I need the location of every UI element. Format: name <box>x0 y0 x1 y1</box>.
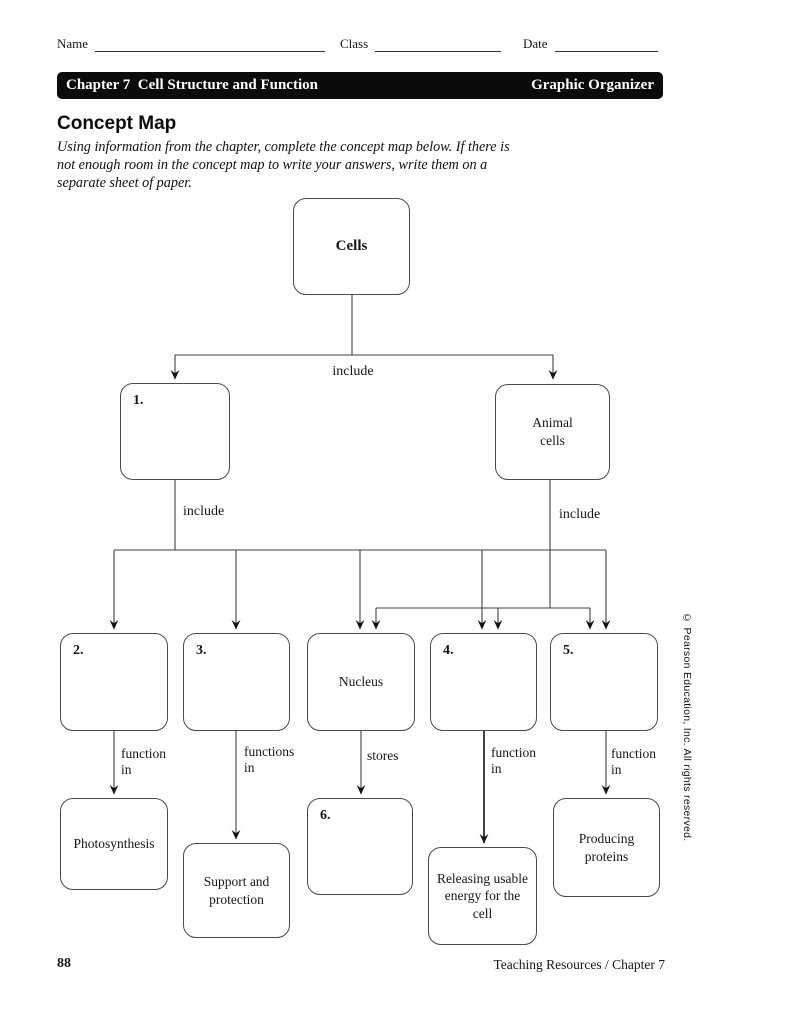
node-answer-1-number: 1. <box>133 393 144 408</box>
copyright-vertical-text: © Pearson Education, Inc. All rights res… <box>681 612 693 842</box>
node-photosynthesis: Photosynthesis <box>60 798 168 890</box>
node-answer-6-number: 6. <box>320 808 331 823</box>
edge-label-include-plant: include <box>183 504 225 519</box>
class-blank-line <box>375 38 502 52</box>
edge-label-function-in-2: function in <box>121 746 166 778</box>
date-blank-line <box>554 38 658 52</box>
class-field: Class <box>340 36 502 52</box>
edge-label-include-animal: include <box>559 507 601 522</box>
node-answer-1: 1. <box>120 383 230 480</box>
node-answer-3-number: 3. <box>196 643 207 658</box>
node-answer-5-number: 5. <box>563 643 574 658</box>
node-support-protection: Support and protection <box>183 843 290 938</box>
node-nucleus: Nucleus <box>307 633 415 731</box>
node-cells: Cells <box>293 198 410 295</box>
node-producing-proteins: Producing proteins <box>553 798 660 897</box>
node-support-protection-label: Support and protection <box>203 873 270 907</box>
footer-right-text: Teaching Resources / Chapter 7 <box>493 957 666 972</box>
class-label: Class <box>340 36 369 51</box>
node-answer-2: 2. <box>60 633 168 731</box>
section-title: Concept Map <box>57 113 177 134</box>
node-answer-6: 6. <box>307 798 413 895</box>
node-answer-5: 5. <box>550 633 658 731</box>
node-cells-label: Cells <box>335 237 368 254</box>
edge-label-functions-in-3: functions in <box>244 744 295 776</box>
node-answer-4: 4. <box>430 633 537 731</box>
node-answer-2-number: 2. <box>73 643 84 658</box>
name-blank-line <box>95 38 326 52</box>
edge-label-stores: stores <box>367 748 399 763</box>
node-photosynthesis-label: Photosynthesis <box>73 836 155 852</box>
edge-label-function-in-4: function in <box>491 745 536 777</box>
node-releasing-energy-label: Releasing usable energy for the cell <box>436 870 529 921</box>
page-number: 88 <box>57 956 71 971</box>
chapter-banner: Chapter 7 Cell Structure and Function Gr… <box>57 72 663 99</box>
node-answer-3: 3. <box>183 633 290 731</box>
date-field: Date <box>523 36 658 52</box>
edge-label-function-in-5: function in <box>611 746 656 778</box>
node-animal-cells-label: Animal cells <box>532 415 573 448</box>
edge-label-include-top: include <box>332 364 374 379</box>
banner-right-label: Graphic Organizer <box>531 77 654 93</box>
node-nucleus-label: Nucleus <box>338 674 384 690</box>
node-producing-proteins-label: Producing proteins <box>578 830 635 864</box>
name-field: Name <box>57 36 326 52</box>
name-label: Name <box>57 36 89 51</box>
node-releasing-energy: Releasing usable energy for the cell <box>428 847 537 945</box>
chapter-title: Chapter 7 Cell Structure and Function <box>66 77 318 93</box>
node-animal-cells: Animal cells <box>495 384 610 480</box>
node-answer-4-number: 4. <box>443 643 454 658</box>
section-instructions: Using information from the chapter, comp… <box>57 139 510 191</box>
date-label: Date <box>523 36 548 51</box>
